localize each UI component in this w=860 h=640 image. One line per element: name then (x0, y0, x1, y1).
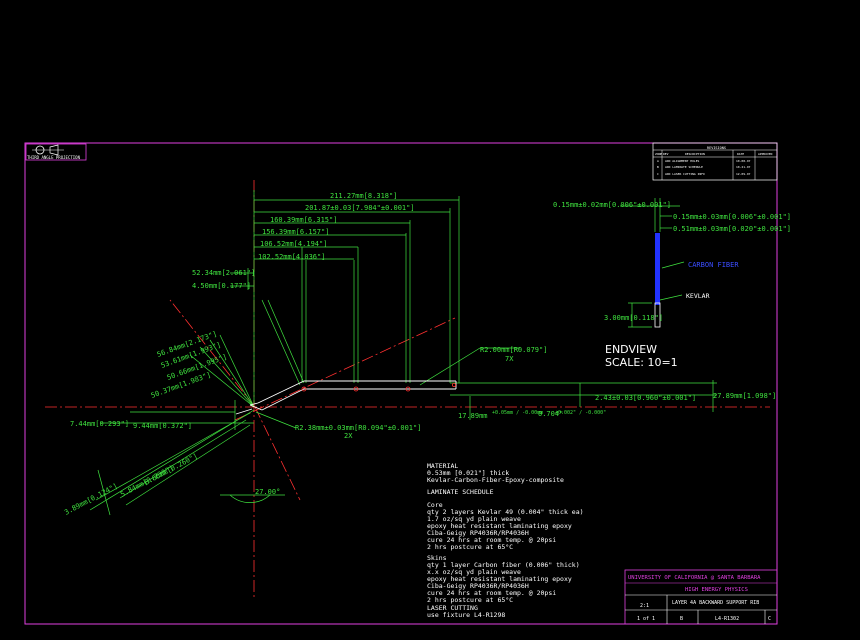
endview-dim-top: 0.15mm±0.02mm[0.006"±0.001"] (553, 201, 671, 209)
rev-row-rev: B (657, 165, 659, 169)
rev-col-desc: DESCRIPTION (685, 152, 705, 156)
drawing-size: B (680, 616, 683, 622)
note-line: 0.53mm [0.021"] thick (427, 469, 509, 477)
drawing-title: LAYER 4A BACKWARD SUPPORT RIB (672, 600, 759, 606)
drawing-scale: 2:1 (640, 603, 649, 609)
dimension-lines (89, 190, 717, 516)
rev-row-date: 10-08-97 (736, 159, 751, 163)
endview: 0.15mm±0.02mm[0.006"±0.001"] 0.15mm±0.03… (553, 198, 791, 369)
note-line: x.x oz/sq yd plain weave (427, 568, 521, 576)
rev-row-rev: A (657, 159, 659, 163)
dim-0-704-tol: +0.002" / -0.000" (555, 410, 606, 416)
alignment-holes (301, 382, 456, 392)
drawing-sheet: 1 of 1 (637, 616, 655, 622)
endview-height-dim: 3.00mm[0.118"] (604, 314, 663, 322)
rev-col-date: DATE (737, 152, 744, 156)
note-line: 1.7 oz/sq yd plain weave (427, 515, 521, 523)
note-line: qty 1 layer Carbon fiber (0.006" thick) (427, 561, 580, 569)
university-name: UNIVERSITY OF CALIFORNIA @ SANTA BARBARA (628, 575, 761, 581)
dim-17-89-tol: +0.05mm / -0.00mm (492, 410, 543, 416)
radius-top-count: 7X (505, 355, 514, 363)
note-line: LASER CUTTING (427, 604, 478, 612)
note-line: 2 hrs postcure at 65°C (427, 596, 513, 604)
title-block: UNIVERSITY OF CALIFORNIA @ SANTA BARBARA… (624, 569, 778, 625)
rev-row-desc: ADD LAMINATE SCHEDULE (665, 165, 703, 169)
kevlar-layer (654, 302, 661, 328)
dim-7-44: 7.44mm[0.293"] (70, 420, 129, 428)
rev-col-zone: ZONE (655, 152, 662, 156)
note-line: LAMINATE SCHEDULE (427, 488, 494, 496)
dim-3-89: 3.89mm[0.124"] (63, 482, 119, 517)
rev-row-rev: C (657, 172, 659, 176)
note-line: cure 24 hrs at room temp. @ 20psi (427, 536, 556, 544)
note-line: epoxy heat resistant laminating epoxy (427, 522, 572, 530)
dim-156: 156.39mm[6.157"] (262, 228, 329, 236)
projection-block: THIRD ANGLE PROJECTION (25, 143, 87, 161)
dim-27-89: 27.89mm[1.098"] (713, 392, 776, 400)
dim-4-50: 4.50mm[0.177"] (192, 282, 251, 290)
dim-52: 52.34mm[2.061"] (192, 269, 255, 277)
endview-dim-r1: 0.15mm±0.03mm[0.006"±0.001"] (673, 213, 791, 221)
kevlar-label: KEVLAR (686, 292, 710, 300)
rev-col-rev: REV (663, 152, 669, 156)
carbon-fiber-label: CARBON FIBER (688, 261, 739, 269)
rev-col-approved: APPROVED (758, 152, 773, 156)
sheet-border (24, 142, 778, 625)
dim-2-43: 2.43±0.03[0.960"±0.001"] (595, 394, 696, 402)
dim-160: 160.39mm[6.315"] (270, 216, 337, 224)
dim-102: 102.52mm[4.036"] (258, 253, 325, 261)
note-line: Skins (427, 554, 447, 562)
note-line: cure 24 hrs at room temp. @ 20psi (427, 589, 556, 597)
material-notes: MATERIAL 0.53mm [0.021"] thick Kevlar-Ca… (427, 462, 584, 619)
carbon-fiber-layer (655, 233, 660, 305)
dim-angle: 27.00° (255, 488, 280, 496)
note-line: qty 2 layers Kevlar 49 (0.004" thick ea) (427, 508, 584, 516)
dim-9-44: 9.44mm[0.372"] (133, 422, 192, 430)
endview-dim-r2: 0.51mm±0.03mm[0.020"±0.001"] (673, 225, 791, 233)
note-line: epoxy heat resistant laminating epoxy (427, 575, 572, 583)
note-line: Core (427, 501, 443, 509)
dim-17-89: 17.89mm (458, 412, 488, 420)
radius-bottom-count: 2X (344, 432, 353, 440)
revision-table: REVISIONS ZONE REV DESCRIPTION DATE APPR… (652, 142, 778, 181)
note-line: Kevlar-Carbon-Fiber-Epoxy-composite (427, 476, 564, 484)
radius-bottom: R2.38mm±0.03mm[R0.094"±0.001"] (295, 424, 421, 432)
rev-row-date: 12-09-97 (736, 172, 751, 176)
rev-row-desc: ADD LASER CUTTING INFO (665, 172, 705, 176)
group-name: HIGH ENERGY PHYSICS (685, 587, 748, 593)
projection-label: THIRD ANGLE PROJECTION (27, 155, 81, 160)
note-line: Ciba-Geigy RP4036R/RP4036H (427, 529, 529, 537)
rev-row-date: 10-21-97 (736, 165, 751, 169)
drawing-rev: C (768, 616, 771, 622)
note-line: use fixture L4-R1298 (427, 611, 505, 619)
revision-header: REVISIONS (707, 146, 726, 150)
drawing-number: L4-R1302 (715, 616, 739, 622)
radius-top: R2.00mm[R0.079"] (480, 346, 547, 354)
endview-title: ENDVIEW (605, 343, 657, 356)
dim-0-704: 0.704" (538, 410, 563, 418)
rib-part-outline (235, 380, 457, 415)
endview-scale: SCALE: 10=1 (605, 356, 678, 369)
note-line: MATERIAL (427, 462, 458, 470)
rev-row-desc: ADD ALIGNMENT HOLES (665, 159, 700, 163)
dim-211: 211.27mm[8.318"] (330, 192, 397, 200)
dim-106: 106.52mm[4.194"] (260, 240, 327, 248)
note-line: Ciba-Geigy RP4036R/RP4036H (427, 582, 529, 590)
dim-201: 201.87±0.03[7.984"±0.001"] (305, 204, 415, 212)
note-line: 2 hrs postcure at 65°C (427, 543, 513, 551)
